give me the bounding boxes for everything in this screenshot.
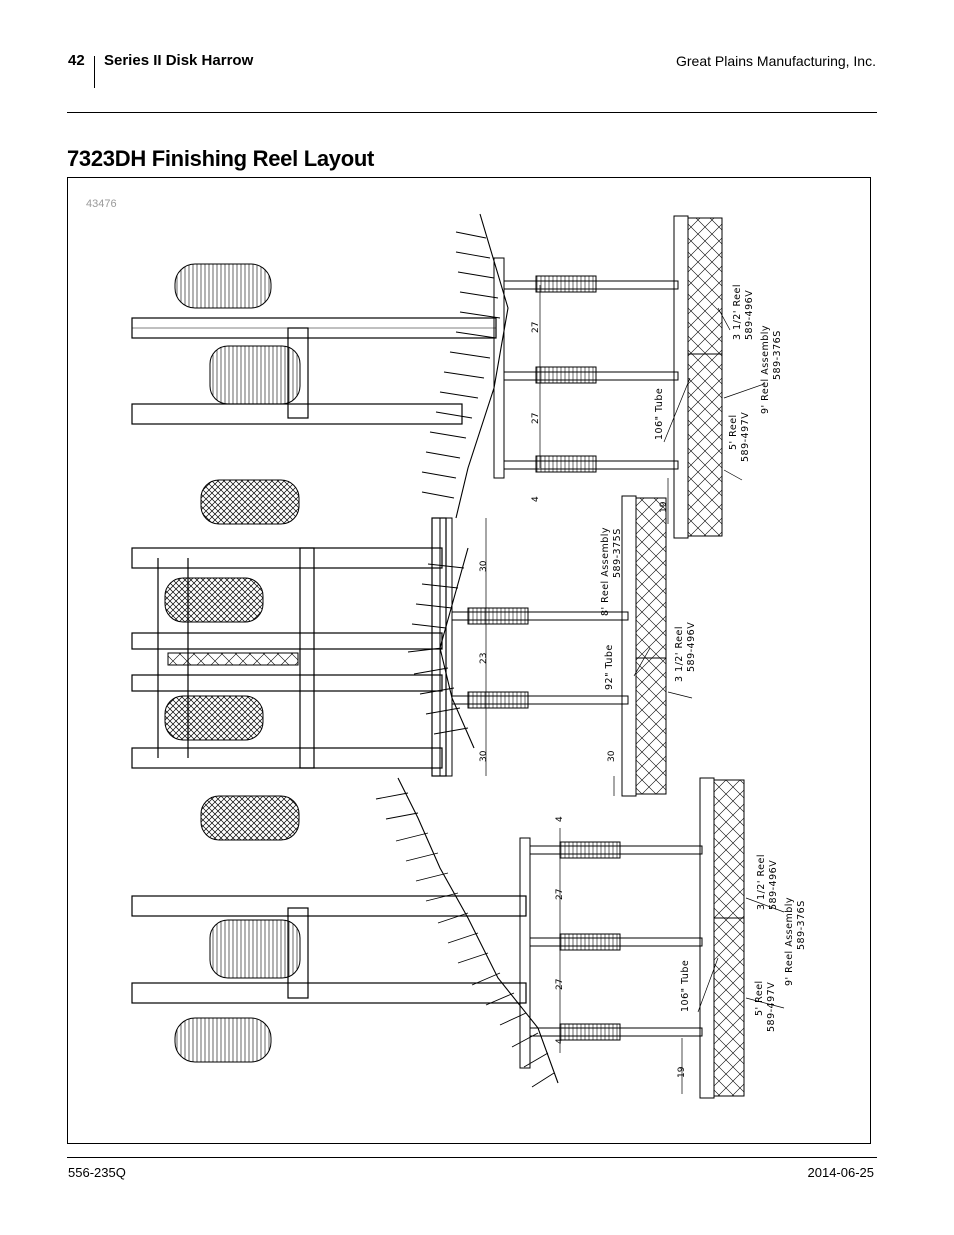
callout-bot-reel-5: 5' Reel	[754, 980, 765, 1016]
dim-bot-27-a: 27	[555, 889, 565, 900]
figure-id: 43476	[86, 198, 117, 210]
figure-frame: 43476	[67, 177, 871, 1144]
dim-bot-4-b: 4	[555, 1038, 565, 1044]
finishing-reels	[621, 215, 745, 1099]
callout-top-reel-5-part: 589-497V	[740, 412, 751, 462]
dim-mid-30-a: 30	[479, 560, 489, 572]
section-title: 7323DH Finishing Reel Layout	[67, 146, 375, 171]
callouts-top: 3 1/2' Reel 589-496V 9' Reel Assembly 58…	[654, 284, 783, 462]
header-title: Series II Disk Harrow	[104, 52, 254, 69]
callout-mid-reel-35: 3 1/2' Reel	[674, 626, 685, 682]
reel-layout-diagram: 27 27 4 19 30 23 30 30 4 27 27 4 19 3	[131, 213, 807, 1099]
callout-bot-reel-5-part: 589-497V	[766, 982, 777, 1032]
header-divider	[94, 56, 95, 88]
dim-mid-30-c: 30	[607, 750, 617, 762]
callout-top-assembly-part: 589-376S	[772, 330, 783, 380]
transport-tires	[164, 263, 301, 1063]
header-company: Great Plains Manufacturing, Inc.	[676, 53, 876, 69]
dim-bot-27-b: 27	[555, 979, 565, 990]
callouts-bottom: 3 1/2' Reel 589-496V 9' Reel Assembly 58…	[680, 854, 807, 1032]
dim-bot-4-a: 4	[555, 816, 565, 822]
header-rule	[67, 112, 877, 113]
callout-top-assembly: 9' Reel Assembly	[760, 325, 771, 414]
dim-top-27-b: 27	[531, 413, 541, 424]
callout-bot-assembly-part: 589-376S	[796, 900, 807, 950]
footer-doc-number: 556-235Q	[68, 1165, 126, 1180]
dim-bot-19: 19	[677, 1066, 687, 1078]
callout-top-reel-35: 3 1/2' Reel	[732, 284, 743, 340]
callout-top-tube: 106" Tube	[654, 388, 665, 440]
dim-mid-30-b: 30	[479, 750, 489, 762]
page-number: 42	[68, 52, 85, 69]
leader-lines	[633, 307, 785, 1013]
footer-rule	[67, 1157, 877, 1158]
dimension-labels: 27 27 4 19 30 23 30 30 4 27 27 4 19	[479, 322, 687, 1078]
callout-mid-tube: 92" Tube	[604, 644, 615, 690]
dim-top-19: 19	[659, 501, 669, 513]
disk-gangs	[375, 213, 559, 1088]
dim-top-27-a: 27	[531, 322, 541, 333]
callout-bot-reel-35-part: 589-496V	[768, 860, 779, 910]
callouts-mid: 8' Reel Assembly 589-375S 92" Tube 3 1/2…	[600, 527, 697, 690]
callout-top-reel-5: 5' Reel	[728, 414, 739, 450]
callout-mid-assembly: 8' Reel Assembly	[600, 527, 611, 616]
dim-top-4: 4	[531, 496, 541, 502]
footer-date: 2014-06-25	[807, 1165, 875, 1180]
reel-mount-arms	[439, 257, 703, 1069]
callout-mid-reel-35-part: 589-496V	[686, 622, 697, 672]
callout-mid-assembly-part: 589-375S	[612, 528, 623, 578]
callout-top-reel-35-part: 589-496V	[744, 290, 755, 340]
dim-mid-23: 23	[479, 653, 489, 664]
callout-bot-reel-35: 3 1/2' Reel	[756, 854, 767, 910]
callout-bot-tube: 106" Tube	[680, 960, 691, 1012]
callout-bot-assembly: 9' Reel Assembly	[784, 897, 795, 986]
dimension-lines	[485, 285, 683, 1094]
